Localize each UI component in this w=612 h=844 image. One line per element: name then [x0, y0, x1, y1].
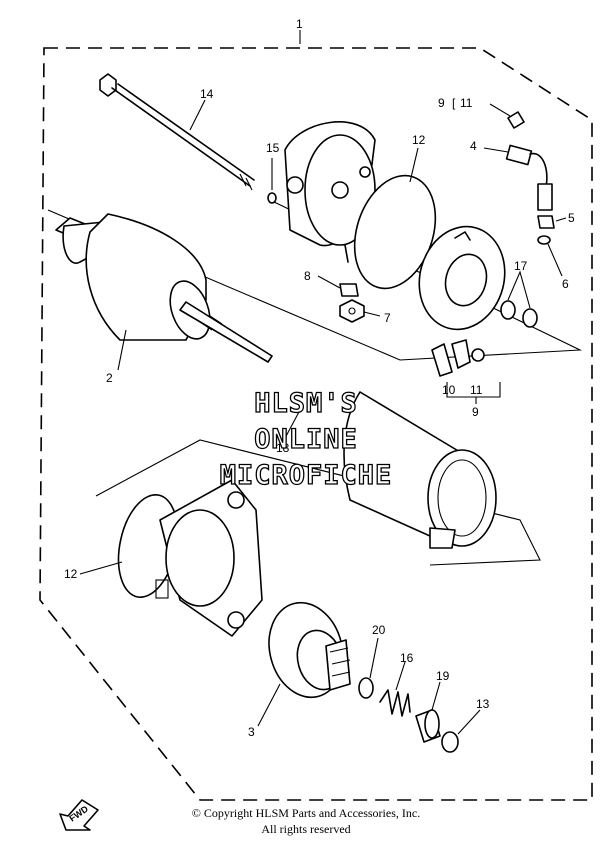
leader-11a: [489, 103, 511, 117]
callout-11b: 11: [470, 383, 483, 397]
callout-16: 16: [400, 651, 414, 665]
circlip-13: [441, 731, 459, 753]
callout-1: 1: [296, 17, 303, 31]
copyright-line1: © Copyright HLSM Parts and Accessories, …: [191, 806, 421, 820]
callout-19: 19: [436, 669, 450, 683]
callout-17: 17: [514, 259, 528, 273]
nut-8: [339, 283, 359, 297]
spring-16: [379, 689, 411, 717]
leader-4: [483, 147, 509, 153]
callout-14: 14: [200, 87, 214, 101]
washer-11b: [471, 348, 485, 362]
washer-20: [358, 677, 374, 699]
callout-3: 3: [248, 725, 255, 739]
screw-11a: [507, 111, 525, 129]
front-cover: [155, 479, 263, 637]
callout-18: 18: [276, 441, 290, 455]
yoke-housing: [343, 391, 497, 549]
callout-15: 15: [266, 141, 280, 155]
rear-cover: [284, 121, 376, 263]
brush-lead-4: [505, 144, 553, 211]
leader-17: [507, 270, 531, 309]
callout-12a: 12: [412, 133, 426, 147]
callout-5: 5: [568, 211, 575, 225]
callout-6: 6: [562, 277, 569, 291]
watermark-line1: HLSM'S: [254, 388, 358, 419]
assembly-boundary: [39, 47, 593, 801]
washer-17b: [522, 308, 538, 328]
callout-11a: 11: [460, 96, 473, 110]
callout-20: 20: [372, 623, 386, 637]
leader-7: [363, 311, 381, 317]
callout-13: 13: [476, 697, 490, 711]
leader-9b: [446, 382, 501, 398]
callout-8: 8: [304, 269, 311, 283]
callout-9a: 9: [438, 96, 445, 110]
callout-10: 10: [442, 383, 456, 397]
washer-6: [537, 235, 551, 245]
armature: [55, 213, 273, 363]
watermark-line2: ONLINE: [254, 424, 358, 455]
nut-5: [537, 215, 555, 229]
callout-2: 2: [106, 371, 113, 385]
callout-4: 4: [470, 139, 477, 153]
through-bolt: [99, 73, 255, 191]
starter-clutch: [268, 601, 351, 699]
leader-19: [431, 681, 441, 711]
collar-19: [415, 709, 441, 743]
washer-17a: [500, 300, 516, 320]
o-ring-large-upper: [353, 174, 437, 290]
callout-9b: 9: [472, 405, 479, 419]
leader-13: [457, 709, 481, 735]
leader-20: [369, 637, 379, 679]
leader-16: [395, 661, 406, 691]
watermark-line3: MICROFICHE: [220, 460, 393, 491]
nut-7: [339, 299, 365, 323]
leader-6: [547, 243, 563, 277]
callout-7: 7: [384, 311, 391, 325]
callout-12b: 12: [64, 567, 78, 581]
leader-8: [317, 275, 341, 289]
leader-5: [555, 217, 567, 222]
copyright-line2: All rights reserved: [261, 822, 351, 836]
brush-holder: [431, 339, 471, 377]
leader-3: [257, 683, 281, 727]
leader-14: [189, 99, 206, 131]
bracket-9a: [: [452, 96, 456, 110]
leader-18: [283, 409, 301, 441]
leader-12a: [409, 147, 419, 183]
leader-12b: [79, 561, 123, 575]
leader-2: [117, 329, 127, 371]
o-ring-small: [267, 192, 277, 204]
brush-plate: [418, 225, 506, 331]
lower-plane: [95, 439, 541, 566]
